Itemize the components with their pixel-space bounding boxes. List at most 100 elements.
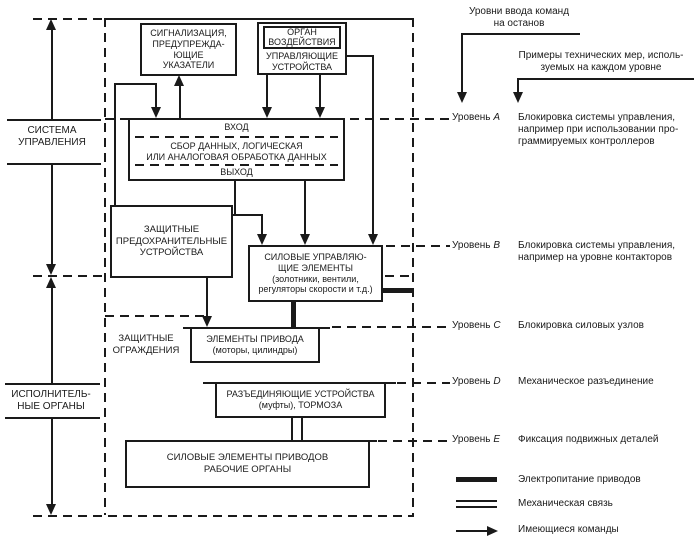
arrow-down-icon [315, 107, 325, 118]
legend-mechanical-label: Механическая связь [518, 498, 613, 509]
level-letter: B [493, 240, 500, 251]
level-prefix: Уровень [452, 320, 491, 331]
io-input-label: ВХОД [224, 122, 249, 132]
level-letter: C [493, 320, 501, 331]
mechanical-link-line [301, 418, 303, 440]
level-e-line [378, 440, 450, 442]
drive-elements-box: ЭЛЕМЕНТЫ ПРИВОДА (моторы, цилиндры) [190, 327, 320, 363]
legend-commands-label: Имеющиеся команды [518, 524, 619, 535]
level-a-desc: Блокировка системы управления, например … [518, 112, 679, 148]
output-to-junction-connector [234, 181, 236, 216]
section-divider-dashed-line [33, 275, 105, 277]
io-divider-top [135, 136, 338, 138]
level-e-label: Уровень E [452, 434, 500, 445]
double-line-icon [456, 500, 497, 502]
level-a-line-right [350, 118, 450, 120]
control-system-label: СИСТЕМА УПРАВЛЕНИЯ [18, 125, 86, 149]
level-prefix: Уровень [452, 240, 491, 251]
io-processing-label: СБОР ДАННЫХ, ЛОГИЧЕСКАЯ ИЛИ АНАЛОГОВАЯ О… [146, 141, 327, 162]
control-system-top-rule [7, 119, 101, 121]
output-to-power-connector [304, 181, 306, 236]
arrow-up-icon [174, 75, 184, 86]
level-b-desc: Блокировка системы управления, например … [518, 240, 676, 264]
level-d-label: Уровень D [452, 376, 501, 387]
arrow-down-icon [151, 107, 161, 118]
level-c-line [332, 326, 450, 328]
arrow-down-icon [513, 92, 523, 103]
enclosure-right-dashed-line [412, 18, 414, 515]
level-prefix: Уровень [452, 376, 491, 387]
spine-segment [51, 28, 53, 119]
spine-segment [51, 287, 53, 383]
arrow-down-icon [262, 107, 272, 118]
control-to-input-connector [319, 75, 321, 109]
safety-to-input-elbow [114, 83, 157, 85]
arrow-down-icon [202, 316, 212, 327]
io-box [128, 118, 345, 181]
level-prefix: Уровень [452, 112, 491, 123]
power-control-box: СИЛОВЫЕ УПРАВЛЯЮ- ЩИЕ ЭЛЕМЕНТЫ (золотник… [248, 245, 383, 302]
actuators-label: ИСПОЛНИТЕЛЬ- НЫЕ ОРГАНЫ [11, 389, 91, 413]
arrow-down-icon [300, 234, 310, 245]
level-b-label: Уровень B [452, 240, 500, 251]
stop-levels-bracket-drop [461, 33, 463, 93]
arrow-down-icon [457, 92, 467, 103]
arrow-right-icon [456, 530, 490, 532]
arrow-right-icon [487, 526, 498, 536]
arrow-down-icon [368, 234, 378, 245]
spine-segment [51, 165, 53, 265]
guards-label: ЗАЩИТНЫЕ ОГРАЖДЕНИЯ [112, 333, 180, 356]
enclosure-top-line [105, 18, 414, 20]
mechanical-link-line [291, 418, 293, 440]
level-letter: A [493, 112, 500, 123]
io-output-label: ВЫХОД [220, 167, 253, 177]
level-letter: D [493, 376, 501, 387]
examples-annotation: Примеры технических мер, исполь- зуемых … [518, 50, 684, 74]
stop-levels-bracket [461, 33, 580, 35]
signal-box: СИГНАЛИЗАЦИЯ, ПРЕДУПРЕЖДА- ЮЩИЕ УКАЗАТЕЛ… [140, 23, 237, 76]
stop-levels-annotation: Уровни ввода команд на останов [468, 6, 570, 30]
double-line-icon [456, 506, 497, 508]
control-to-input-connector [266, 75, 268, 109]
protective-devices-box: ЗАЩИТНЫЕ ПРЕДОХРАНИТЕЛЬНЫЕ УСТРОЙСТВА [110, 205, 233, 278]
power-feed-thick-line [383, 288, 413, 293]
arrow-down-icon [257, 234, 267, 245]
spine-segment [51, 419, 53, 505]
safety-to-input-drop [155, 83, 157, 109]
safety-to-drive-connector [206, 277, 208, 319]
actuators-bottom-rule [5, 417, 100, 419]
arrow-down-icon [46, 264, 56, 275]
enclosure-bottom-dashed-line [33, 515, 414, 517]
level-a-line-left [105, 118, 128, 120]
guards-dashed-line [105, 315, 205, 317]
io-divider-bottom [135, 164, 338, 166]
level-letter: E [493, 434, 500, 445]
level-c-desc: Блокировка силовых узлов [518, 320, 644, 331]
actuators-top-rule [5, 383, 100, 385]
io-to-signal-connector [179, 84, 181, 118]
power-to-drive-thick-line [291, 301, 296, 328]
safety-to-input-riser [114, 83, 116, 205]
safety-to-power-drop [261, 214, 263, 236]
level-b-line [386, 245, 450, 247]
legend-power-label: Электропитание приводов [518, 474, 641, 485]
thick-line-icon [456, 477, 497, 482]
level-e-desc: Фиксация подвижных деталей [518, 434, 659, 445]
level-d-desc: Механическое разъединение [518, 376, 654, 387]
examples-bracket [517, 78, 694, 80]
level-d-line [397, 382, 450, 384]
disconnectors-box: РАЗЪЕДИНЯЮЩИЕ УСТРОЙСТВА (муфты), ТОРМОЗ… [215, 382, 386, 418]
arrow-up-icon [46, 277, 56, 288]
power-drive-elements-box: СИЛОВЫЕ ЭЛЕМЕНТЫ ПРИВОДОВ РАБОЧИЕ ОРГАНЫ [125, 440, 370, 488]
safety-to-power-elbow [233, 214, 263, 216]
control-to-power-drop [372, 55, 374, 235]
level-a-label: Уровень A [452, 112, 500, 123]
actuation-organ-box: ОРГАН ВОЗДЕЙСТВИЯ [263, 26, 341, 49]
enclosure-top-dashed-line [33, 18, 105, 20]
control-to-power-elbow [347, 55, 374, 57]
section-divider-dashed-line-right [385, 275, 413, 277]
arrow-up-icon [46, 19, 56, 30]
examples-bracket-drop [517, 78, 519, 94]
level-c-label: Уровень C [452, 320, 501, 331]
